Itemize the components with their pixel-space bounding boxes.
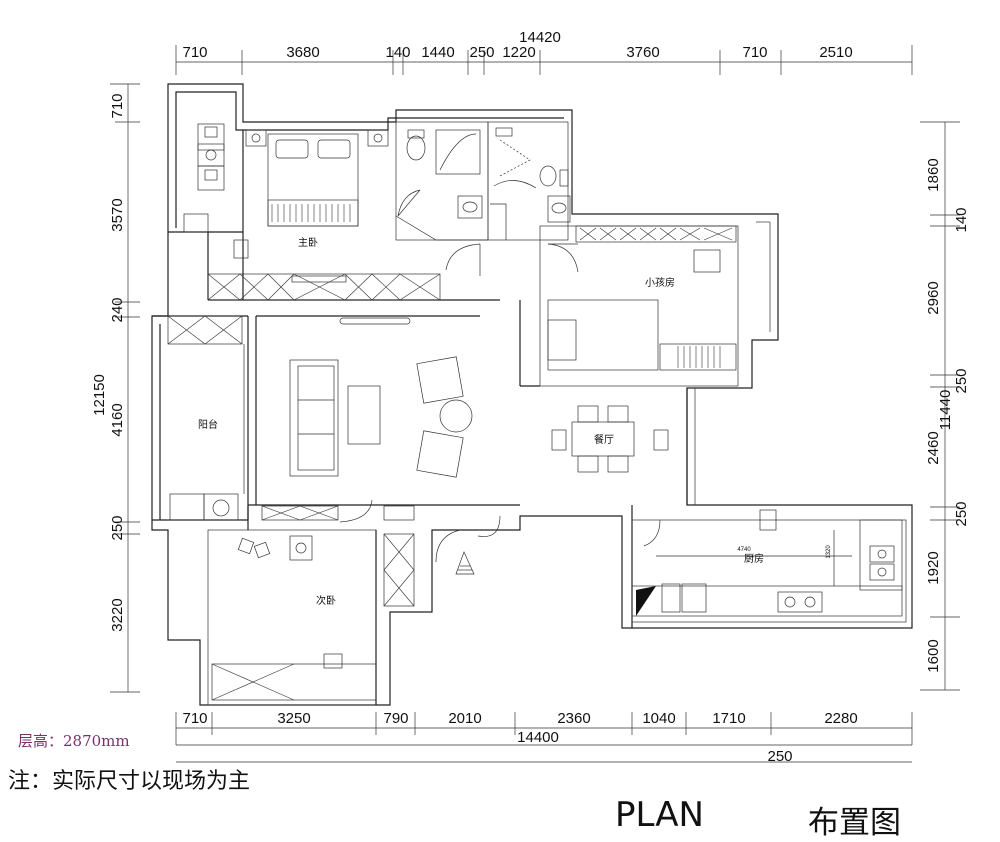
bottom-dimension-line: 710 3250 790 2010 2360 1040 1710 2280 14… bbox=[175, 710, 913, 765]
bottom-total-dim: 14400 bbox=[517, 729, 559, 746]
floor-height-label: 层高：2870mm bbox=[18, 732, 130, 750]
plan-title: PLAN bbox=[615, 795, 704, 835]
kitchen-dim-depth: 1320 bbox=[826, 545, 832, 559]
bottom-dim-3: 790 bbox=[383, 710, 408, 727]
bottom-dim-6: 1040 bbox=[642, 710, 675, 727]
room-label-kids-room: 小孩房 bbox=[645, 276, 675, 289]
room-label-second-bedroom: 次卧 bbox=[316, 594, 336, 607]
interior-walls bbox=[247, 300, 696, 705]
room-label-kitchen: 厨房 bbox=[744, 552, 764, 565]
bottom-dim-2: 3250 bbox=[277, 710, 310, 727]
top-dim-6: 1220 bbox=[502, 44, 535, 61]
room-label-dining: 餐厅 bbox=[594, 433, 614, 446]
bathroom-right bbox=[487, 121, 571, 241]
top-dim-3: 140 bbox=[385, 44, 410, 61]
top-dim-2: 3680 bbox=[286, 44, 319, 61]
right-dim-7: 1920 bbox=[925, 551, 942, 584]
room-label-master-bedroom: 主卧 bbox=[298, 236, 318, 249]
balcony-area bbox=[167, 315, 245, 521]
master-wardrobe bbox=[207, 273, 441, 325]
right-dim-6: 250 bbox=[953, 501, 970, 526]
bathroom-left bbox=[395, 121, 489, 241]
left-total-dim: 12150 bbox=[91, 374, 108, 416]
top-dim-4: 1440 bbox=[421, 44, 454, 61]
plan-title-chinese: 布置图 bbox=[808, 805, 901, 841]
right-dim-3: 2960 bbox=[925, 281, 942, 314]
bottom-dim-4: 2010 bbox=[448, 710, 481, 727]
room-label-balcony: 阳台 bbox=[198, 418, 218, 431]
right-total-dim: 11440 bbox=[937, 390, 954, 431]
top-dim-1: 710 bbox=[182, 44, 207, 61]
living-room-furniture bbox=[289, 356, 473, 478]
dining-table bbox=[551, 405, 669, 473]
bottom-extra-dim: 250 bbox=[767, 748, 792, 765]
left-dim-3: 240 bbox=[109, 297, 126, 322]
master-bedroom-bed bbox=[233, 129, 389, 259]
left-dim-1: 710 bbox=[109, 93, 126, 118]
left-dim-6: 3220 bbox=[109, 598, 126, 631]
kids-room bbox=[539, 221, 771, 387]
footnote-text: 注：实际尺寸以现场为主 bbox=[8, 769, 251, 794]
right-dimension-line: 1860 140 2960 250 11440 2460 250 1920 16… bbox=[920, 121, 970, 691]
left-dimension-line: 710 3570 240 12150 4160 250 3220 bbox=[91, 83, 140, 693]
bottom-dim-5: 2360 bbox=[557, 710, 590, 727]
top-dim-8: 710 bbox=[742, 44, 767, 61]
right-dim-2: 140 bbox=[953, 207, 970, 232]
kitchen-dim-width: 4740 bbox=[737, 547, 751, 553]
bottom-dim-7: 1710 bbox=[712, 710, 745, 727]
top-dimension-line: 14420 710 3680 140 1440 250 1220 3760 71… bbox=[175, 29, 913, 75]
top-dim-5: 250 bbox=[469, 44, 494, 61]
bottom-dim-1: 710 bbox=[182, 710, 207, 727]
top-dim-7: 3760 bbox=[626, 44, 659, 61]
left-dim-4: 4160 bbox=[109, 403, 126, 436]
bottom-dim-8: 2280 bbox=[824, 710, 857, 727]
right-dim-1: 1860 bbox=[925, 158, 942, 191]
master-balcony-furniture bbox=[183, 123, 225, 233]
second-bedroom bbox=[207, 499, 501, 706]
top-total-dim: 14420 bbox=[519, 29, 561, 46]
right-dim-4: 250 bbox=[953, 368, 970, 393]
right-dim-5: 2460 bbox=[925, 431, 942, 464]
entrance-arrow-icon bbox=[455, 551, 475, 575]
right-dim-8: 1600 bbox=[925, 639, 942, 672]
corridor-doors bbox=[445, 243, 579, 276]
top-dim-9: 2510 bbox=[819, 44, 852, 61]
left-dim-2: 3570 bbox=[109, 198, 126, 231]
kitchen-area bbox=[631, 509, 907, 623]
left-dim-5: 250 bbox=[109, 515, 126, 540]
